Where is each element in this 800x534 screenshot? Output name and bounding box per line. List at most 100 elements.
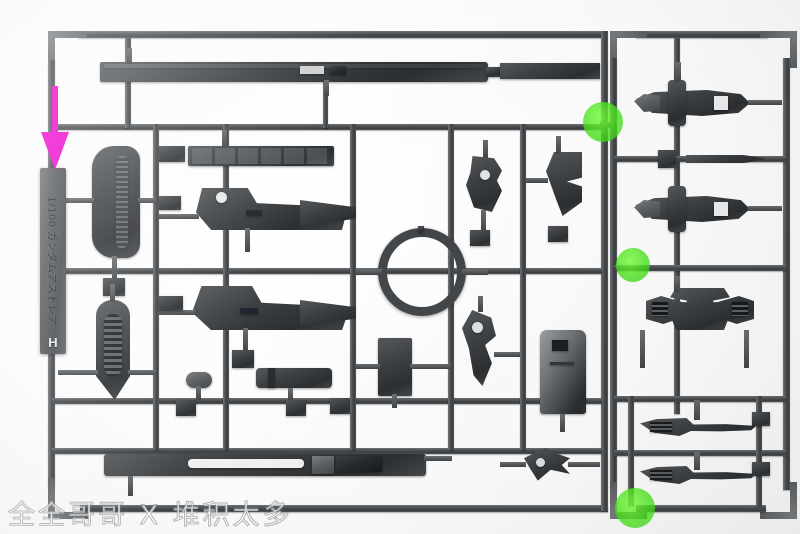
gate-angular-top (556, 136, 561, 154)
claw-bracket-part (466, 156, 502, 212)
gate-claw-top (483, 140, 488, 158)
gate-binder-left (640, 330, 645, 368)
rect-plate-part (378, 338, 412, 396)
armor-plate-upper-detail (246, 210, 262, 216)
angular-bracket-part (546, 152, 582, 216)
gate-cyl-a (196, 386, 201, 400)
runner-rail-top (78, 31, 606, 38)
right-frame-rail-h-b (614, 265, 786, 271)
small-plate-d (286, 400, 306, 416)
shield-block-line (550, 362, 574, 365)
open-ring-part (378, 228, 466, 316)
right-frame-rail-top (636, 31, 768, 38)
right-thin-rod (686, 155, 766, 163)
long-rail-block-2 (336, 456, 382, 472)
fin-ribs (116, 156, 128, 248)
runner-rail-bottom (80, 505, 608, 512)
gate-ring-left (356, 269, 382, 275)
runner-rail-h2 (52, 268, 602, 274)
gate-thruster-upper-top (674, 62, 681, 82)
thruster-upper-hub (668, 80, 686, 126)
gate-ring-right (462, 269, 488, 275)
gate-trigger-top (478, 296, 483, 312)
gate-connector-bar (222, 130, 227, 148)
arm-rail-upper-grill (650, 422, 672, 432)
arm-rail-lower-grill (650, 470, 672, 480)
thruster-lower-hub (668, 186, 686, 232)
runner-code: H (48, 335, 58, 350)
runner-id-label-tag: 1/100 ガンダムアストレア H (40, 168, 66, 354)
gate-claw-bottom (481, 210, 486, 232)
gate-grip-left (58, 370, 98, 375)
green-marker-2 (616, 248, 650, 282)
gate-rect-bottom (392, 394, 397, 408)
watermark-text: 全全哥哥 X 堆积太多 (8, 500, 293, 532)
gate-grip-top (110, 284, 115, 302)
gate-fin-right (138, 198, 156, 203)
right-frame-rail-h-d (614, 450, 786, 456)
small-cylinder-a (186, 372, 212, 388)
cylinder-b-band (268, 368, 275, 388)
gate-armor-lower-bottom (243, 328, 248, 352)
armor-plate-upper-tail (300, 200, 356, 226)
right-frame-rail-right (783, 58, 790, 490)
long-rail-slot (188, 459, 304, 468)
runner-rail-v5 (520, 124, 526, 450)
gate-binder-right (744, 330, 749, 368)
runner-rail-v7 (323, 66, 328, 128)
gate-barrel-right (324, 80, 329, 96)
gate-barrel-left (127, 48, 132, 64)
gate-angular-left (526, 178, 548, 183)
short-bar-top-right (500, 63, 600, 79)
segmented-connector-bar (188, 146, 334, 166)
gate-bottom-claw-right (568, 462, 600, 467)
gate-rect-left (356, 364, 380, 369)
gate-shield-block (560, 414, 565, 432)
barrel-tip (486, 67, 500, 77)
barrel-notch (300, 66, 324, 74)
gate-thruster-lower-right (748, 206, 782, 211)
runner-rail-v1 (153, 124, 159, 450)
grip-vents (104, 314, 122, 376)
right-frame-rail-v-b (628, 396, 634, 506)
gate-fin-left (58, 198, 94, 203)
gate-arm-lower (694, 452, 700, 470)
gate-binder-top (674, 276, 680, 292)
armor-plate-upper-hole (216, 192, 227, 203)
runner-rail-h3 (52, 398, 602, 404)
barrel-notch-2 (330, 66, 346, 75)
runner-rail-v6 (125, 38, 131, 128)
right-frame-rail-left (610, 58, 617, 490)
binder-clamp-grill-r (732, 302, 748, 316)
gate-armor-lower-left (159, 310, 195, 315)
thruster-lower-tip (634, 200, 660, 218)
bracket-upper-left-2 (159, 196, 181, 210)
armor-plate-lower-tail (300, 300, 356, 326)
shield-block-window (552, 340, 568, 351)
green-marker-1 (583, 102, 623, 142)
gate-grip-right (128, 370, 156, 375)
barrel-highlight-strip (104, 64, 484, 68)
gate-armor-upper-left (159, 214, 199, 219)
bottom-claw-hole (536, 458, 545, 467)
claw-bracket-hole (480, 170, 490, 180)
gate-rect-right (410, 364, 450, 369)
gate-fin-bottom (112, 256, 117, 282)
tab-lower-left (232, 350, 254, 368)
label-tag-text: 1/100 ガンダムアストレア (45, 196, 57, 326)
ring-pin-top (418, 226, 424, 233)
magenta-down-arrow-icon (41, 86, 69, 170)
thruster-upper-tip (634, 94, 660, 112)
right-frame-corner-tr (760, 31, 797, 68)
gate-cyl-b (288, 388, 293, 402)
green-marker-3 (615, 488, 655, 528)
runner-rail-v3 (350, 124, 356, 450)
tab-angular-below (548, 226, 568, 242)
gate-armor-upper-bottom (245, 228, 250, 252)
runner-rail-h4 (52, 448, 602, 454)
gate-long-rail-2 (424, 456, 452, 461)
binder-clamp-grill-l (652, 302, 668, 316)
trigger-frame-hole (472, 322, 483, 333)
small-plate-e (330, 398, 350, 414)
